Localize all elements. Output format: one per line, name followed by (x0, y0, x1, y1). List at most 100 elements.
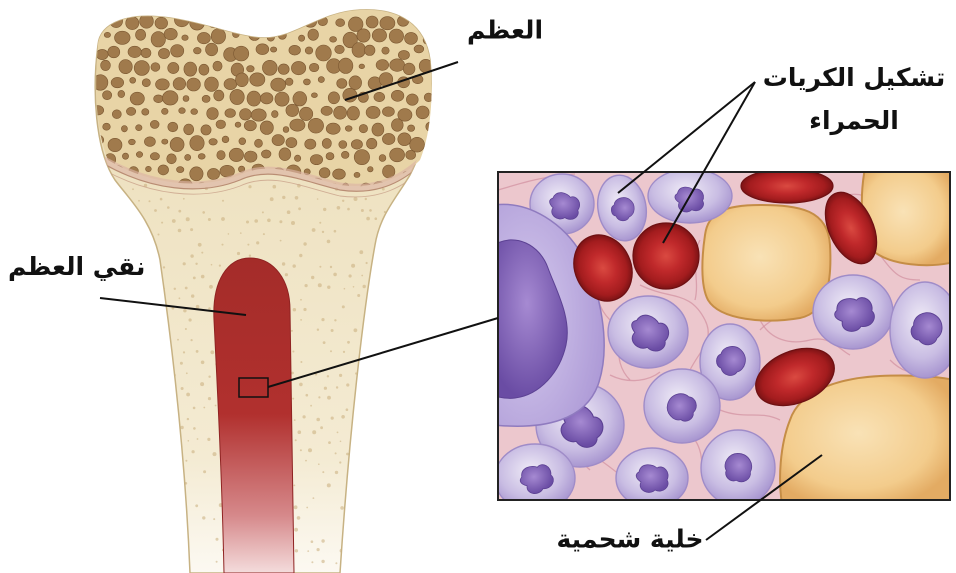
compact-bone-dot (316, 418, 320, 422)
spongy-bone-pore (187, 78, 201, 91)
compact-bone-dot (153, 407, 156, 410)
compact-bone-dot (163, 397, 165, 399)
compact-bone-dot (130, 408, 132, 410)
spongy-bone-pore (285, 78, 293, 85)
compact-bone-dot (300, 361, 302, 363)
compact-bone-dot (339, 461, 341, 463)
compact-bone-dot (317, 198, 319, 200)
compact-bone-dot (171, 415, 174, 418)
label-red-cell-formation: تشكيل الكريات الحمراء (758, 64, 950, 136)
compact-bone-dot (327, 375, 329, 377)
compact-bone-dot (423, 306, 426, 309)
compact-bone-dot (111, 331, 114, 334)
compact-bone-dot (143, 384, 146, 387)
spongy-bone-pore (359, 64, 365, 69)
spongy-bone-pore (220, 14, 234, 26)
compact-bone-dot (112, 286, 116, 290)
spongy-bone-pore (206, 43, 218, 56)
spongy-bone-pore (103, 91, 112, 100)
compact-bone-dot (297, 516, 301, 520)
compact-bone-dot (109, 295, 111, 297)
compact-bone-dot (160, 309, 162, 311)
compact-bone-dot (306, 507, 308, 509)
spongy-bone-pore (214, 90, 224, 101)
compact-bone-dot (408, 229, 412, 233)
spongy-bone-pore (119, 60, 132, 74)
compact-bone-dot (375, 217, 378, 220)
compact-bone-dot (357, 430, 360, 433)
spongy-bone-pore (316, 45, 332, 61)
compact-bone-dot (396, 319, 400, 323)
compact-bone-dot (361, 275, 363, 277)
compact-bone-dot (162, 462, 164, 464)
spongy-bone-pore (198, 154, 205, 160)
compact-bone-dot (419, 514, 423, 518)
compact-bone-dot (273, 185, 277, 189)
compact-bone-dot (293, 264, 296, 267)
compact-bone-dot (413, 418, 415, 420)
compact-bone-dot (191, 339, 193, 341)
compact-bone-dot (163, 266, 165, 268)
compact-bone-dot (291, 221, 295, 225)
compact-bone-dot (334, 319, 336, 321)
spongy-bone-pore (299, 107, 312, 120)
compact-bone-dot (321, 318, 324, 321)
compact-bone-dot (351, 504, 355, 508)
spongy-bone-pore (416, 106, 429, 119)
compact-bone-dot (294, 419, 296, 421)
spongy-bone-pore (234, 46, 249, 61)
compact-bone-dot (126, 399, 128, 401)
spongy-bone-pore (207, 168, 219, 179)
compact-bone-dot (196, 305, 200, 309)
compact-bone-dot (151, 354, 154, 357)
compact-bone-dot (335, 562, 337, 564)
spongy-bone-pore (213, 61, 222, 71)
spongy-bone-pore (408, 125, 415, 132)
spongy-bone-pore (158, 48, 169, 58)
spongy-bone-pore (382, 107, 394, 117)
compact-bone-dot (303, 242, 306, 245)
compact-bone-dot (185, 287, 188, 290)
compact-bone-dot (319, 222, 321, 224)
compact-bone-dot (295, 439, 297, 441)
compact-bone-dot (129, 471, 133, 475)
compact-bone-dot (375, 483, 378, 486)
compact-bone-dot (208, 376, 210, 378)
compact-bone-dot (390, 284, 394, 288)
compact-bone-dot (112, 397, 115, 400)
compact-bone-dot (372, 275, 374, 277)
compact-bone-dot (311, 561, 313, 563)
compact-bone-dot (294, 505, 298, 509)
compact-bone-dot (216, 561, 218, 563)
compact-bone-dot (418, 297, 421, 300)
compact-bone-dot (175, 504, 178, 507)
spongy-bone-pore (184, 124, 194, 135)
compact-bone-dot (383, 343, 386, 346)
spongy-bone-pore (225, 109, 236, 118)
compact-bone-dot (351, 264, 355, 268)
compact-bone-dot (157, 385, 160, 388)
spongy-bone-pore (286, 104, 299, 116)
label-red-cell-formation-line2: الحمراء (758, 107, 950, 136)
compact-bone-dot (364, 395, 367, 398)
compact-bone-dot (348, 539, 351, 542)
spongy-bone-pore (261, 150, 271, 158)
compact-bone-dot (193, 427, 196, 430)
compact-bone-dot (107, 516, 109, 518)
spongy-bone-pore (406, 94, 418, 105)
compact-bone-dot (167, 206, 170, 209)
compact-bone-dot (280, 240, 282, 242)
spongy-bone-pore (366, 16, 378, 28)
spongy-bone-pore (294, 155, 300, 161)
compact-bone-dot (219, 265, 221, 267)
compact-bone-dot (366, 217, 370, 221)
compact-bone-dot (418, 251, 420, 253)
compact-bone-dot (321, 560, 324, 563)
compact-bone-dot (149, 551, 151, 553)
spongy-bone-pore (100, 18, 106, 23)
compact-bone-dot (396, 206, 399, 209)
compact-bone-dot (380, 288, 382, 290)
compact-bone-dot (132, 206, 136, 210)
spongy-bone-pore (110, 14, 123, 27)
compact-bone-dot (342, 305, 345, 308)
